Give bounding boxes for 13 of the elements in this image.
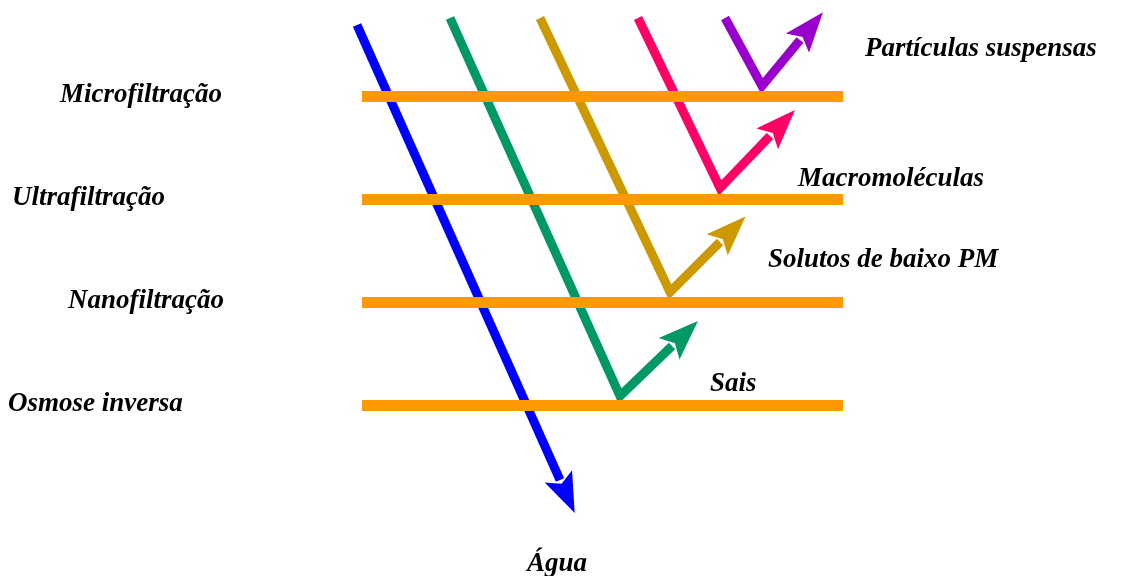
solute-label: Água [527,547,588,576]
solute-label: Sais [710,367,757,397]
solute-label: Solutos de baixo PM [768,243,999,273]
arrow [721,12,823,94]
membrane-label: Ultrafiltração [12,181,165,211]
membrane-label: Osmose inversa [8,387,183,417]
membrane-label: Nanofiltração [68,284,224,314]
arrow [633,16,795,196]
membrane-label: Microfiltração [60,78,222,108]
arrow [535,16,746,300]
solute-label: Partículas suspensas [865,32,1097,62]
solute-label: Macromoléculas [798,162,984,192]
arrow [352,23,575,513]
